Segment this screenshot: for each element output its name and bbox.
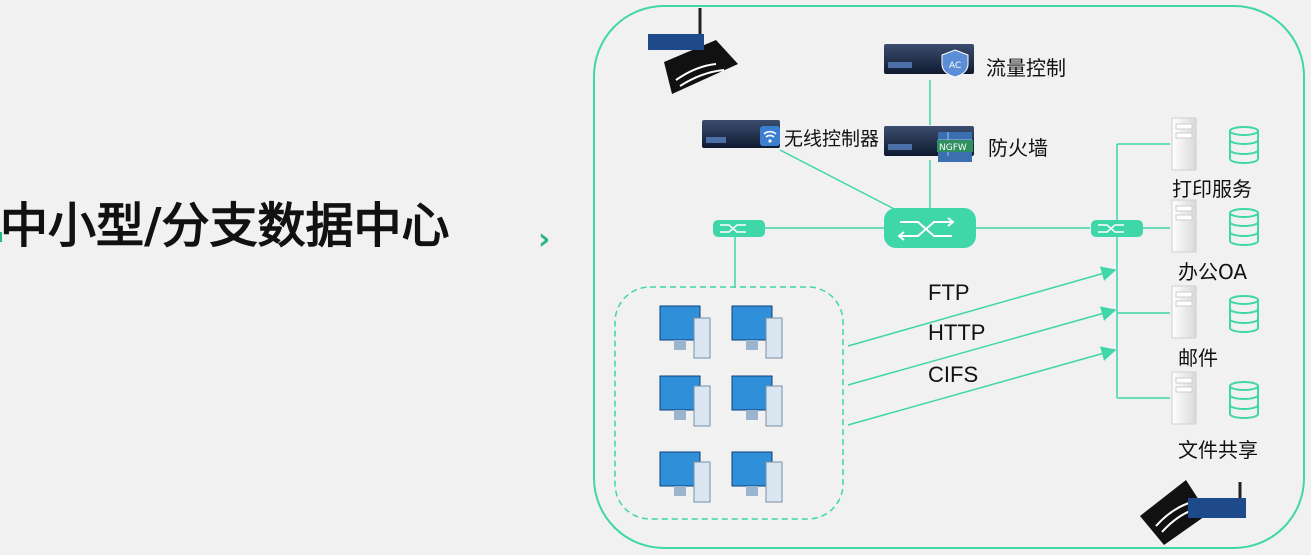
server-label: 打印服务 (1172, 177, 1252, 201)
wireless-ap-icon (648, 8, 738, 94)
pc-icon (659, 451, 711, 503)
ac-badge: AC (949, 61, 961, 71)
right-switch-icon (1091, 220, 1143, 237)
database-icon (1229, 126, 1259, 164)
protocol-label: HTTP (928, 320, 986, 345)
traffic-control-label: 流量控制 (986, 56, 1066, 80)
pc-icon (659, 375, 711, 427)
ngfw-badge: NGFW (939, 143, 967, 153)
database-icon (1229, 208, 1259, 246)
pc-icon (659, 305, 711, 359)
page-title: 中小型/分支数据中心 (0, 198, 450, 254)
pc-group-box (614, 286, 844, 520)
database-icon (1229, 381, 1259, 419)
left-switch-icon (713, 220, 765, 237)
server-label: 办公OA (1178, 260, 1248, 284)
firewall-label: 防火墙 (988, 136, 1048, 160)
traffic-control-device-icon: AC (884, 44, 974, 78)
links (734, 80, 1170, 399)
chevron-right-icon: › (538, 222, 551, 257)
server-icon (1171, 117, 1197, 171)
server-icons (1171, 117, 1259, 425)
pc-icon (731, 305, 783, 359)
protocol-label: CIFS (928, 362, 979, 387)
database-icon (1229, 295, 1259, 333)
wireless-ap-icon (1140, 480, 1246, 545)
server-icon (1171, 285, 1197, 339)
wireless-controller-label: 无线控制器 (784, 128, 880, 150)
server-icon (1171, 199, 1197, 253)
protocol-arrows (847, 266, 1117, 426)
core-switch-icon (884, 208, 976, 248)
pc-icon (731, 451, 783, 503)
pc-icons (659, 305, 783, 503)
server-label: 文件共享 (1178, 438, 1258, 462)
pc-icon (731, 375, 783, 427)
firewall-device-icon: NGFW (884, 126, 974, 162)
datacenter-frame (593, 5, 1305, 549)
wireless-controller-device-icon (702, 120, 780, 148)
protocol-label: FTP (928, 280, 970, 305)
server-label: 邮件 (1178, 346, 1218, 370)
server-icon (1171, 371, 1197, 425)
title-marker (0, 232, 2, 242)
